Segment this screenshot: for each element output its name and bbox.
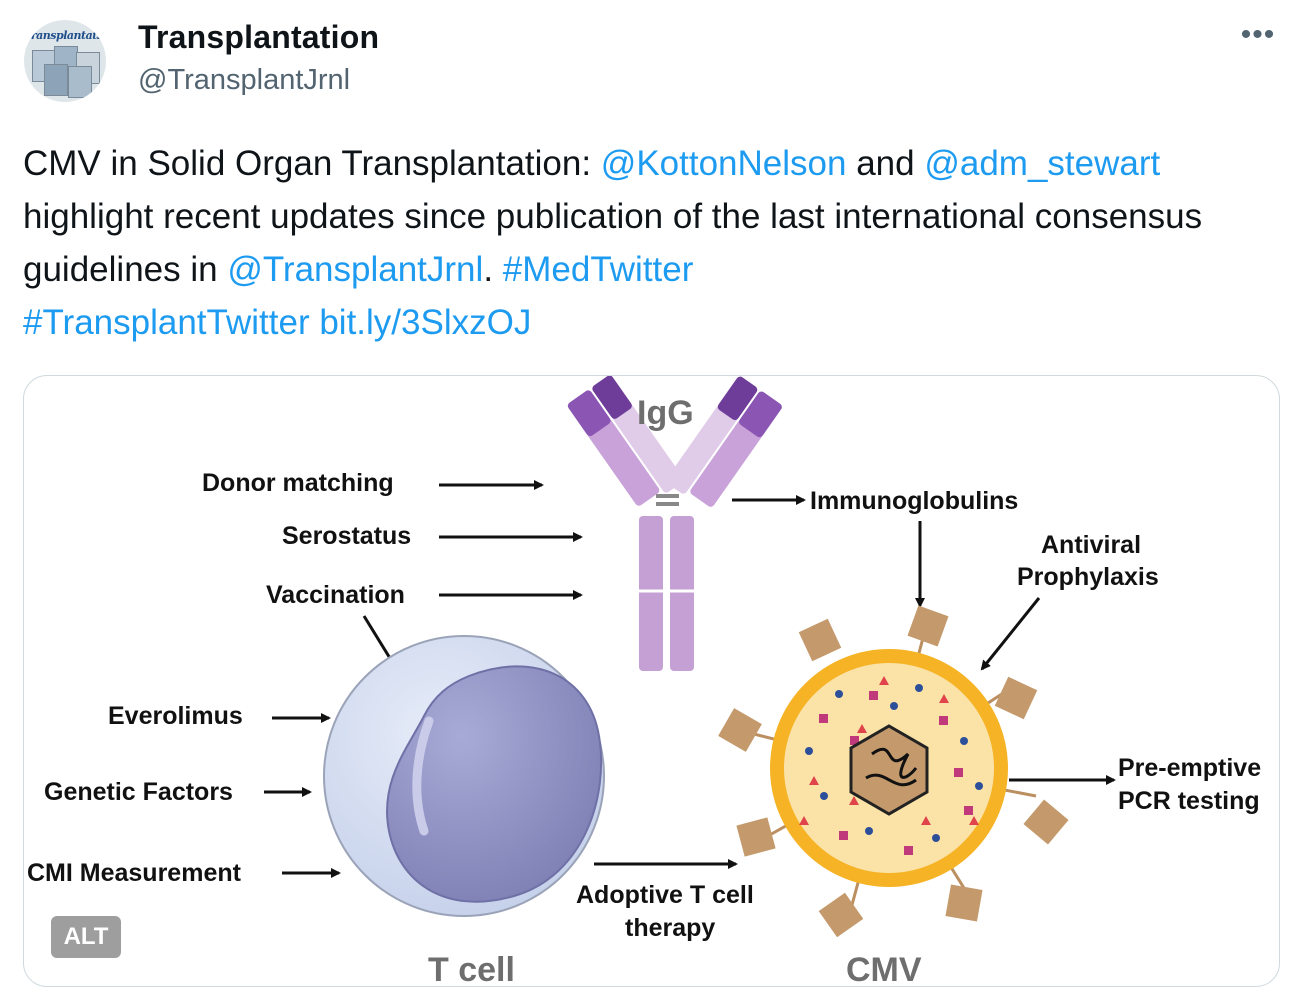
author-name[interactable]: Transplantation [138, 19, 380, 55]
cmi-measurement-label: CMI Measurement [27, 859, 242, 887]
serostatus-label: Serostatus [282, 522, 411, 550]
author-handle[interactable]: @TransplantJrnl [138, 64, 351, 96]
everolimus-label: Everolimus [108, 702, 243, 730]
cmv-virus-shape [718, 605, 1069, 938]
mention-link[interactable]: @KottonNelson [600, 144, 847, 183]
hashtag-link[interactable]: #MedTwitter [502, 250, 694, 289]
igg-antibody-shape [567, 376, 782, 671]
preemptive-label: Pre-emptive [1118, 754, 1261, 782]
genetic-factors-label: Genetic Factors [44, 778, 233, 806]
avatar[interactable]: Transplantation [24, 20, 106, 102]
t-cell-shape [323, 635, 605, 917]
tweet-media-image[interactable]: IgG Donor matching Serostatus Vaccinatio… [23, 375, 1280, 987]
url-link[interactable]: bit.ly/3SlxzOJ [319, 303, 532, 342]
tweet-text: CMV in Solid Organ Transplantation: @Kot… [23, 137, 1293, 349]
alt-text-badge[interactable]: ALT [51, 916, 121, 958]
pcr-testing-label: PCR testing [1118, 787, 1260, 815]
tweet-text-segment: and [846, 144, 925, 183]
adoptive-label: Adoptive T cell [576, 881, 754, 909]
vaccination-label: Vaccination [266, 581, 405, 609]
antiviral-label: Antiviral [1041, 531, 1141, 559]
avatar-logo: Transplantation [24, 29, 106, 42]
cmv-diagram: IgG Donor matching Serostatus Vaccinatio… [27, 376, 1261, 986]
tweet-text-segment: highlight recent updates since publicati… [23, 197, 1203, 289]
t-cell-label: T cell [428, 951, 515, 986]
therapy-label: therapy [625, 914, 715, 942]
mention-link[interactable]: @adm_stewart [924, 144, 1161, 183]
more-options-icon[interactable]: ••• [1240, 18, 1276, 51]
avatar-covers-image [30, 46, 100, 98]
hashtag-link[interactable]: #TransplantTwitter [23, 303, 310, 342]
igg-label: IgG [637, 394, 694, 432]
prophylaxis-label: Prophylaxis [1017, 563, 1159, 591]
cmv-label: CMV [846, 951, 922, 986]
mention-link[interactable]: @TransplantJrnl [227, 250, 484, 289]
tweet-text-segment: . [483, 250, 503, 289]
tweet-text-segment: CMV in Solid Organ Transplantation: [23, 144, 601, 183]
arrow [980, 597, 1041, 671]
donor-matching-label: Donor matching [202, 469, 394, 497]
immunoglobulins-label: Immunoglobulins [810, 487, 1018, 515]
